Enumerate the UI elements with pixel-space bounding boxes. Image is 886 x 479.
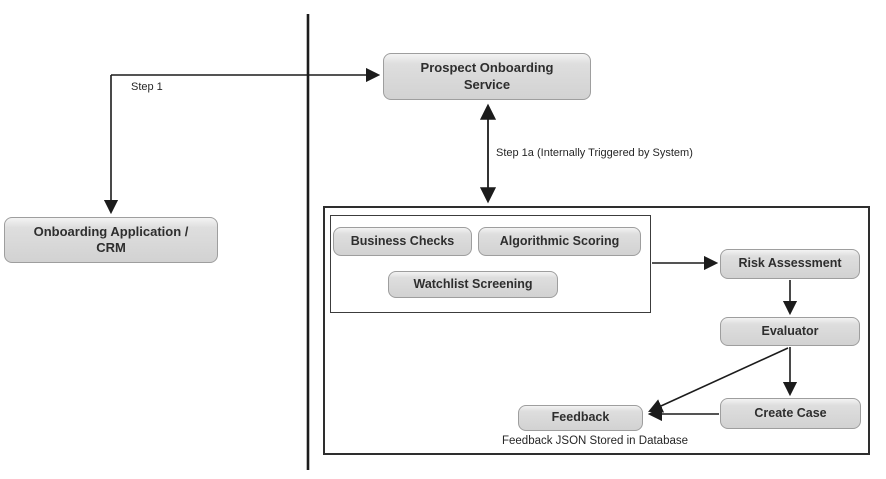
node-business-checks: Business Checks xyxy=(333,227,472,256)
node-create-case: Create Case xyxy=(720,398,861,429)
screening-container-frame xyxy=(323,206,870,455)
node-feedback: Feedback xyxy=(518,405,643,431)
edge-evaluator-to-feedback xyxy=(648,347,789,413)
node-watchlist-screening: Watchlist Screening xyxy=(388,271,558,298)
feedback-json-note: Feedback JSON Stored in Database xyxy=(501,435,689,447)
node-evaluator: Evaluator xyxy=(720,317,860,346)
node-risk-assessment: Risk Assessment xyxy=(720,249,860,279)
node-algorithmic-scoring: Algorithmic Scoring xyxy=(478,227,641,256)
checks-group-frame xyxy=(330,215,651,313)
edge-label-step1a: Step 1a (Internally Triggered by System) xyxy=(496,147,693,159)
node-prospect-onboarding-service: Prospect Onboarding Service xyxy=(383,53,591,100)
node-onboarding-application-crm: Onboarding Application / CRM xyxy=(4,217,218,263)
edge-label-step1: Step 1 xyxy=(131,81,163,93)
